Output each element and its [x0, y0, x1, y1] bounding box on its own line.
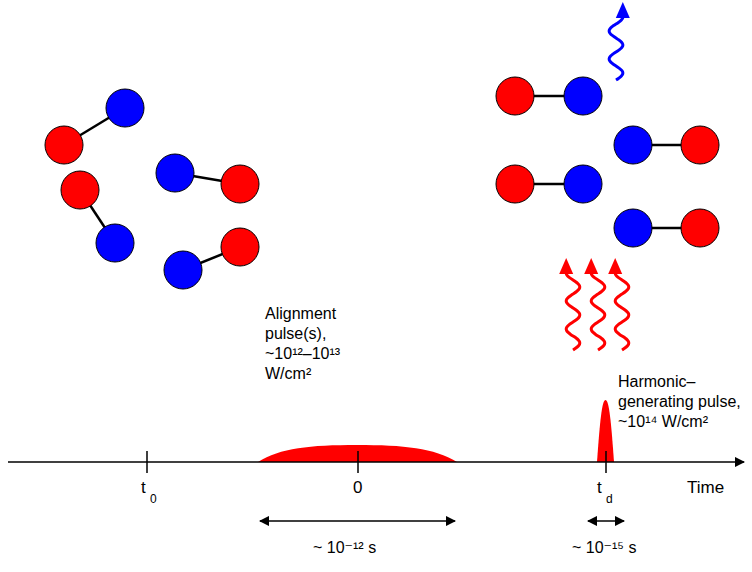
axis-label: 0 [353, 478, 362, 498]
axis-tick [605, 451, 607, 473]
molecules [45, 77, 719, 289]
atom [564, 165, 602, 203]
photon-wave [615, 272, 629, 350]
axis-subscript: 0 [150, 489, 157, 509]
photon-wave [566, 272, 580, 350]
duration-arrow [588, 520, 624, 522]
axis-subscript: d [606, 489, 613, 509]
axis-label: Time [687, 478, 724, 498]
photon-wave [609, 16, 623, 80]
photon-arrowhead [608, 258, 622, 274]
duration-label: ~ 10⁻¹² s [313, 538, 376, 558]
axis-label: t [141, 478, 146, 498]
atom [496, 77, 534, 115]
atom [156, 154, 194, 192]
duration-arrow [260, 520, 455, 522]
atom [681, 126, 719, 164]
atom [681, 209, 719, 247]
atom [45, 126, 83, 164]
atom [564, 77, 602, 115]
atom [496, 165, 534, 203]
pulse-label: Harmonic– generating pulse, ~10¹⁴ W/cm² [618, 372, 746, 432]
atom [106, 89, 144, 127]
pulse-label: Alignment pulse(s), ~10¹²–10¹³ W/cm² [265, 304, 365, 384]
photon-wave [591, 272, 605, 350]
photon-arrowhead [559, 258, 573, 274]
atom [61, 171, 99, 209]
atom [614, 209, 652, 247]
photon-arrowhead [616, 2, 630, 18]
atom [221, 165, 259, 203]
atom [614, 126, 652, 164]
axis-tick [146, 451, 148, 473]
time-axis [8, 461, 744, 463]
atom [96, 224, 134, 262]
atom [221, 228, 259, 266]
photon-arrowhead [584, 258, 598, 274]
axis-label: t [597, 478, 602, 498]
atom [164, 251, 202, 289]
axis-tick [357, 451, 359, 473]
duration-label: ~ 10⁻¹⁵ s [572, 538, 636, 558]
